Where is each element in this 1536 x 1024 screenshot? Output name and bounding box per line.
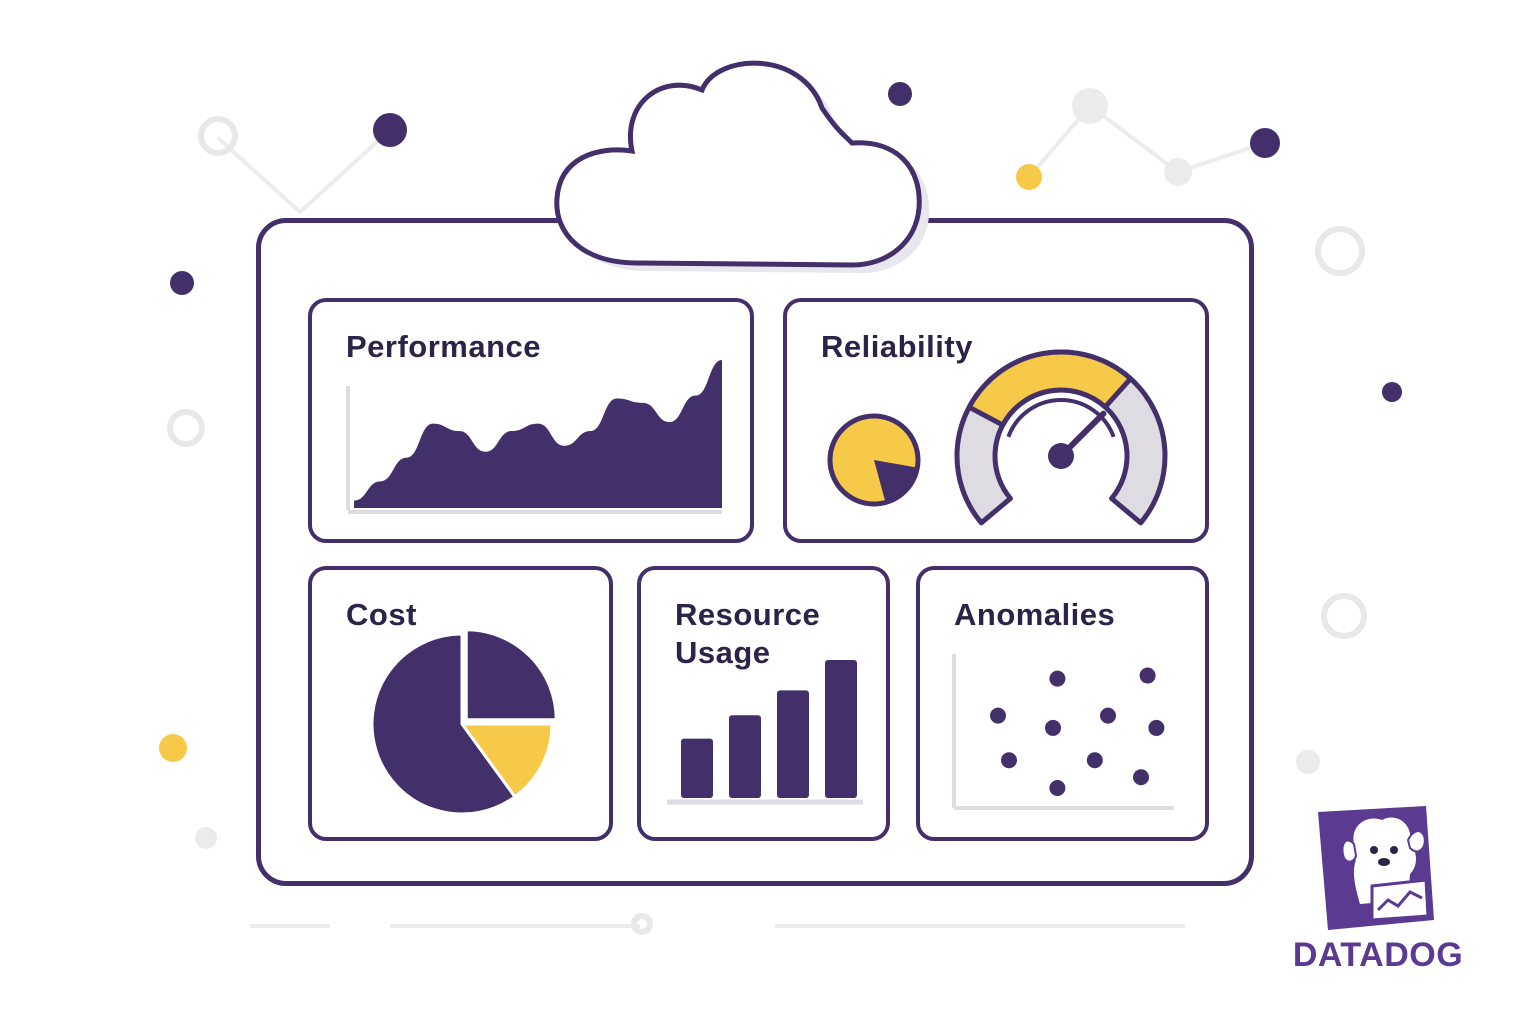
- anomaly-point: [1133, 769, 1149, 786]
- decor-dot: [888, 82, 912, 106]
- performance-title: Performance: [346, 329, 542, 364]
- cost-pie-slice: [464, 628, 558, 722]
- anomaly-point: [1001, 752, 1017, 769]
- anomaly-point: [1139, 667, 1156, 684]
- decor-node: [1072, 88, 1108, 124]
- decor-ring: [631, 913, 653, 935]
- decor-dot: [373, 113, 407, 147]
- resource-bar: [729, 715, 761, 798]
- anomalies-title: Anomalies: [954, 597, 1116, 632]
- decor-dot: [1250, 128, 1280, 158]
- decor-node: [1164, 158, 1192, 186]
- resource-bar: [777, 690, 809, 798]
- datadog-logo: DATADOG: [1292, 800, 1464, 980]
- anomalies-scatter-chart: [952, 654, 1174, 810]
- cost-pie-chart: [370, 628, 558, 816]
- gauge-hub: [1048, 443, 1074, 469]
- decor-ring: [167, 409, 205, 447]
- anomaly-point: [990, 707, 1006, 724]
- datadog-dog-icon: [1318, 806, 1434, 930]
- decor-dot: [1382, 382, 1402, 402]
- performance-area-chart: [346, 360, 722, 514]
- cost-panel: Cost: [308, 566, 613, 841]
- performance-panel: Performance: [308, 298, 754, 543]
- cost-pie-slice: [459, 722, 554, 799]
- reliability-gauge: [954, 349, 1168, 526]
- resource-bar: [825, 660, 857, 798]
- anomaly-point: [1049, 670, 1066, 687]
- anomaly-point: [1086, 752, 1103, 769]
- anomaly-point: [1045, 719, 1061, 736]
- datadog-wordmark: DATADOG: [1292, 936, 1464, 974]
- reliability-panel: Reliability: [783, 298, 1209, 543]
- gauge-inner-arc: [1006, 398, 1116, 438]
- anomalies-panel: Anomalies: [916, 566, 1209, 841]
- decor-ring: [198, 116, 238, 156]
- gauge-fill: [966, 349, 1134, 428]
- cost-pie-slice: [370, 632, 517, 816]
- cloud-icon: [554, 60, 930, 273]
- decor-ring: [1315, 226, 1365, 276]
- reliability-pie-slice: [874, 460, 918, 503]
- reliability-title: Reliability: [821, 329, 973, 364]
- reliability-charts: [827, 349, 1168, 526]
- reliability-pie: [827, 413, 921, 507]
- decor-dot: [1016, 164, 1042, 190]
- decor-dot: [170, 271, 194, 295]
- resource-usage-bar-chart: [667, 660, 863, 805]
- resource-usage-panel: Resource Usage: [637, 566, 890, 841]
- anomaly-point: [1148, 719, 1165, 736]
- anomaly-point: [1049, 779, 1066, 796]
- decor-ring: [1321, 593, 1367, 639]
- decor-node: [195, 827, 217, 849]
- decor-node: [1296, 750, 1320, 774]
- resource-usage-title: Resource Usage: [675, 597, 821, 670]
- performance-area: [354, 360, 722, 508]
- resource-bar: [681, 738, 713, 798]
- cost-title: Cost: [346, 597, 417, 632]
- anomaly-point: [1100, 707, 1116, 724]
- decor-dot: [159, 734, 187, 762]
